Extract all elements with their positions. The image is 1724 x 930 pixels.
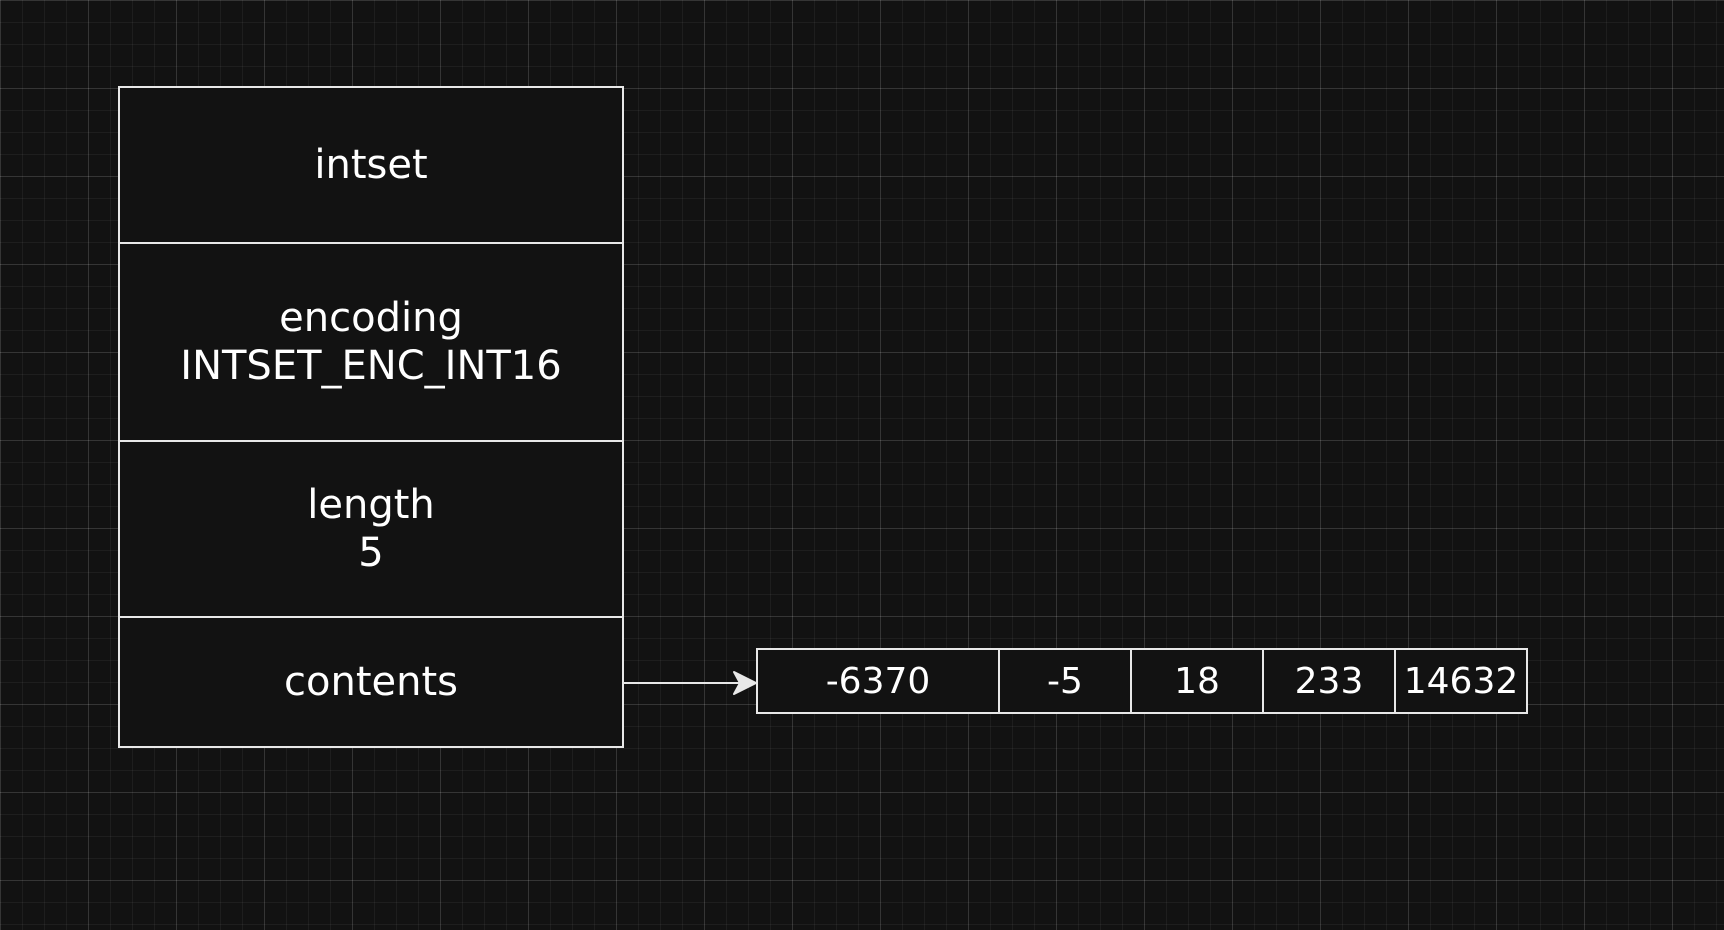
struct-name: intset xyxy=(314,142,428,188)
array-cell: -6370 xyxy=(758,650,998,712)
contents-array: -6370 -5 18 233 14632 xyxy=(756,648,1528,714)
encoding-label: encoding xyxy=(279,295,463,341)
length-label: length xyxy=(307,482,435,528)
array-cell: 14632 xyxy=(1394,650,1526,712)
intset-struct: intset encoding INTSET_ENC_INT16 length … xyxy=(118,86,624,748)
arrowhead-icon xyxy=(733,671,757,695)
array-cell-value: -6370 xyxy=(825,660,931,702)
struct-name-field: intset xyxy=(120,88,622,242)
array-cell: 233 xyxy=(1262,650,1394,712)
encoding-field: encoding INTSET_ENC_INT16 xyxy=(120,242,622,440)
contents-pointer-arrow xyxy=(624,671,757,695)
array-cell-value: 18 xyxy=(1174,660,1220,702)
contents-label: contents xyxy=(284,659,458,705)
length-value: 5 xyxy=(358,530,384,576)
array-cell: -5 xyxy=(998,650,1130,712)
array-cell-value: 14632 xyxy=(1403,660,1519,702)
array-cell: 18 xyxy=(1130,650,1262,712)
array-cell-value: 233 xyxy=(1294,660,1364,702)
contents-field: contents xyxy=(120,616,622,746)
array-cell-value: -5 xyxy=(1047,660,1083,702)
encoding-value: INTSET_ENC_INT16 xyxy=(180,343,562,389)
length-field: length 5 xyxy=(120,440,622,616)
